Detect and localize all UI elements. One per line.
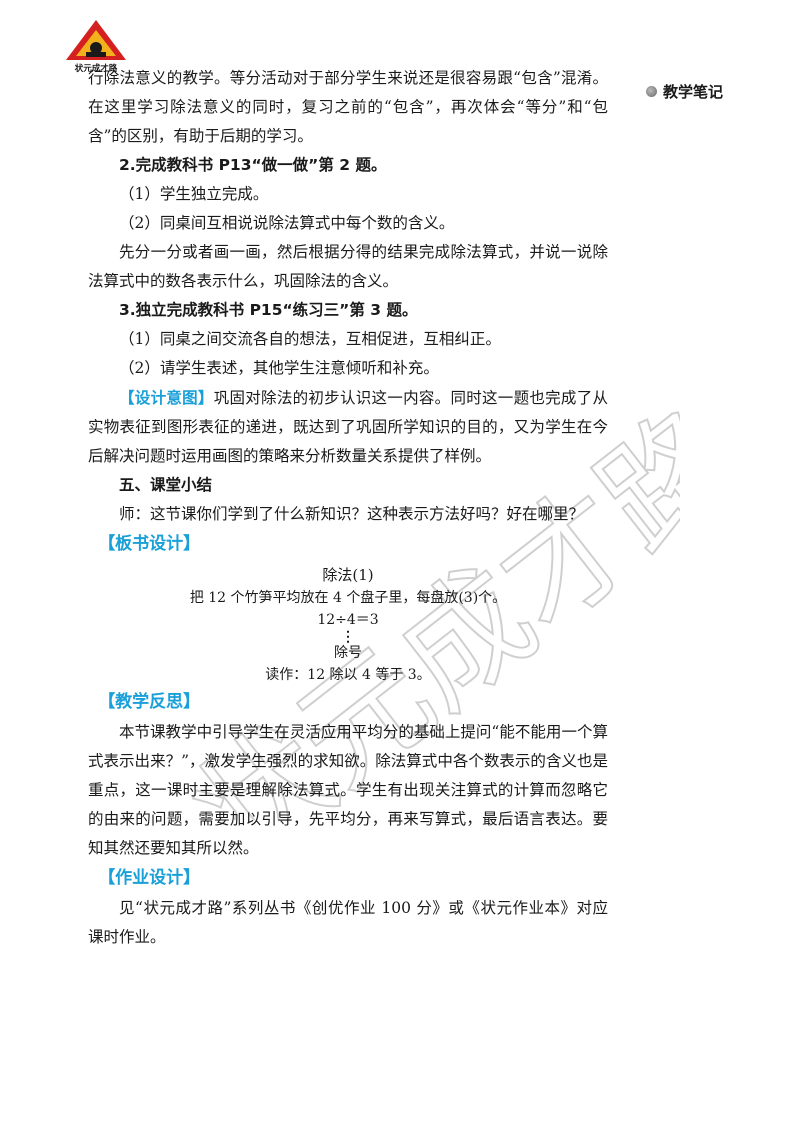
homework-text: 见“状元成才路”系列丛书《创优作业 100 分》或《状元作业本》对应课时作业。 bbox=[88, 898, 608, 946]
design-intent-text: 巩固对除法的初步认识这一内容。同时这一题也完成了从实物表征到图形表征的递进，既达… bbox=[88, 389, 608, 465]
reflection-tag: 【教学反思】 bbox=[98, 691, 201, 712]
task3-step1: （1）同桌之间交流各自的想法，互相促进，互相纠正。 bbox=[119, 330, 501, 348]
intro-paragraph: 行除法意义的教学。等分活动对于部分学生来说还是很容易跟“包含”混淆。在这里学习除… bbox=[88, 69, 608, 145]
task2-step2: （2）同桌间互相说说除法算式中每个数的含义。 bbox=[119, 214, 455, 232]
reflection-text: 本节课教学中引导学生在灵活应用平均分的基础上提问“能不能用一个算式表示出来？”，… bbox=[88, 722, 608, 857]
board-design: 除法(1) 把 12 个竹笋平均放在 4 个盘子里，每盘放(3)个。 12÷4＝… bbox=[88, 564, 608, 687]
main-content: 行除法意义的教学。等分活动对于部分学生来说还是很容易跟“包含”混淆。在这里学习除… bbox=[88, 64, 608, 952]
board-design-tag: 【板书设计】 bbox=[98, 534, 201, 554]
design-intent-tag: 【设计意图】 bbox=[119, 388, 214, 407]
homework-tag: 【作业设计】 bbox=[98, 867, 201, 888]
board-equation: 12÷4＝3 bbox=[317, 612, 379, 628]
task3-step2: （2）请学生表述，其他学生注意倾听和补充。 bbox=[119, 359, 439, 377]
task3-title: 3.独立完成教科书 P15“练习三”第 3 题。 bbox=[119, 301, 418, 319]
board-sign-label: 除号 bbox=[334, 644, 362, 661]
task2-title: 2.完成教科书 P13“做一做”第 2 题。 bbox=[119, 156, 387, 174]
logo-text: 状元成才路 bbox=[75, 63, 118, 74]
teaching-notes-text: 教学笔记 bbox=[663, 83, 724, 101]
board-line1: 把 12 个竹笋平均放在 4 个盘子里，每盘放(3)个。 bbox=[189, 589, 507, 606]
task2-step1: （1）学生独立完成。 bbox=[119, 185, 269, 203]
board-dots: ⋮ bbox=[341, 628, 355, 645]
task2-note: 先分一分或者画一画，然后根据分得的结果完成除法算式，并说一说除法算式中的数各表示… bbox=[88, 243, 608, 290]
summary-title: 五、课堂小结 bbox=[119, 476, 213, 494]
bullet-icon bbox=[646, 86, 657, 97]
board-reading: 读作：12 除以 4 等于 3。 bbox=[265, 667, 431, 683]
summary-text: 师：这节课你们学到了什么新知识？这种表示方法好吗？好在哪里？ bbox=[119, 505, 585, 523]
teaching-notes-label: 教学笔记 bbox=[646, 81, 723, 102]
publisher-logo: 状元成才路 bbox=[66, 20, 126, 74]
board-title: 除法(1) bbox=[322, 566, 374, 584]
design-intent-paragraph: 【设计意图】巩固对除法的初步认识这一内容。同时这一题也完成了从实物表征到图形表征… bbox=[88, 383, 608, 471]
